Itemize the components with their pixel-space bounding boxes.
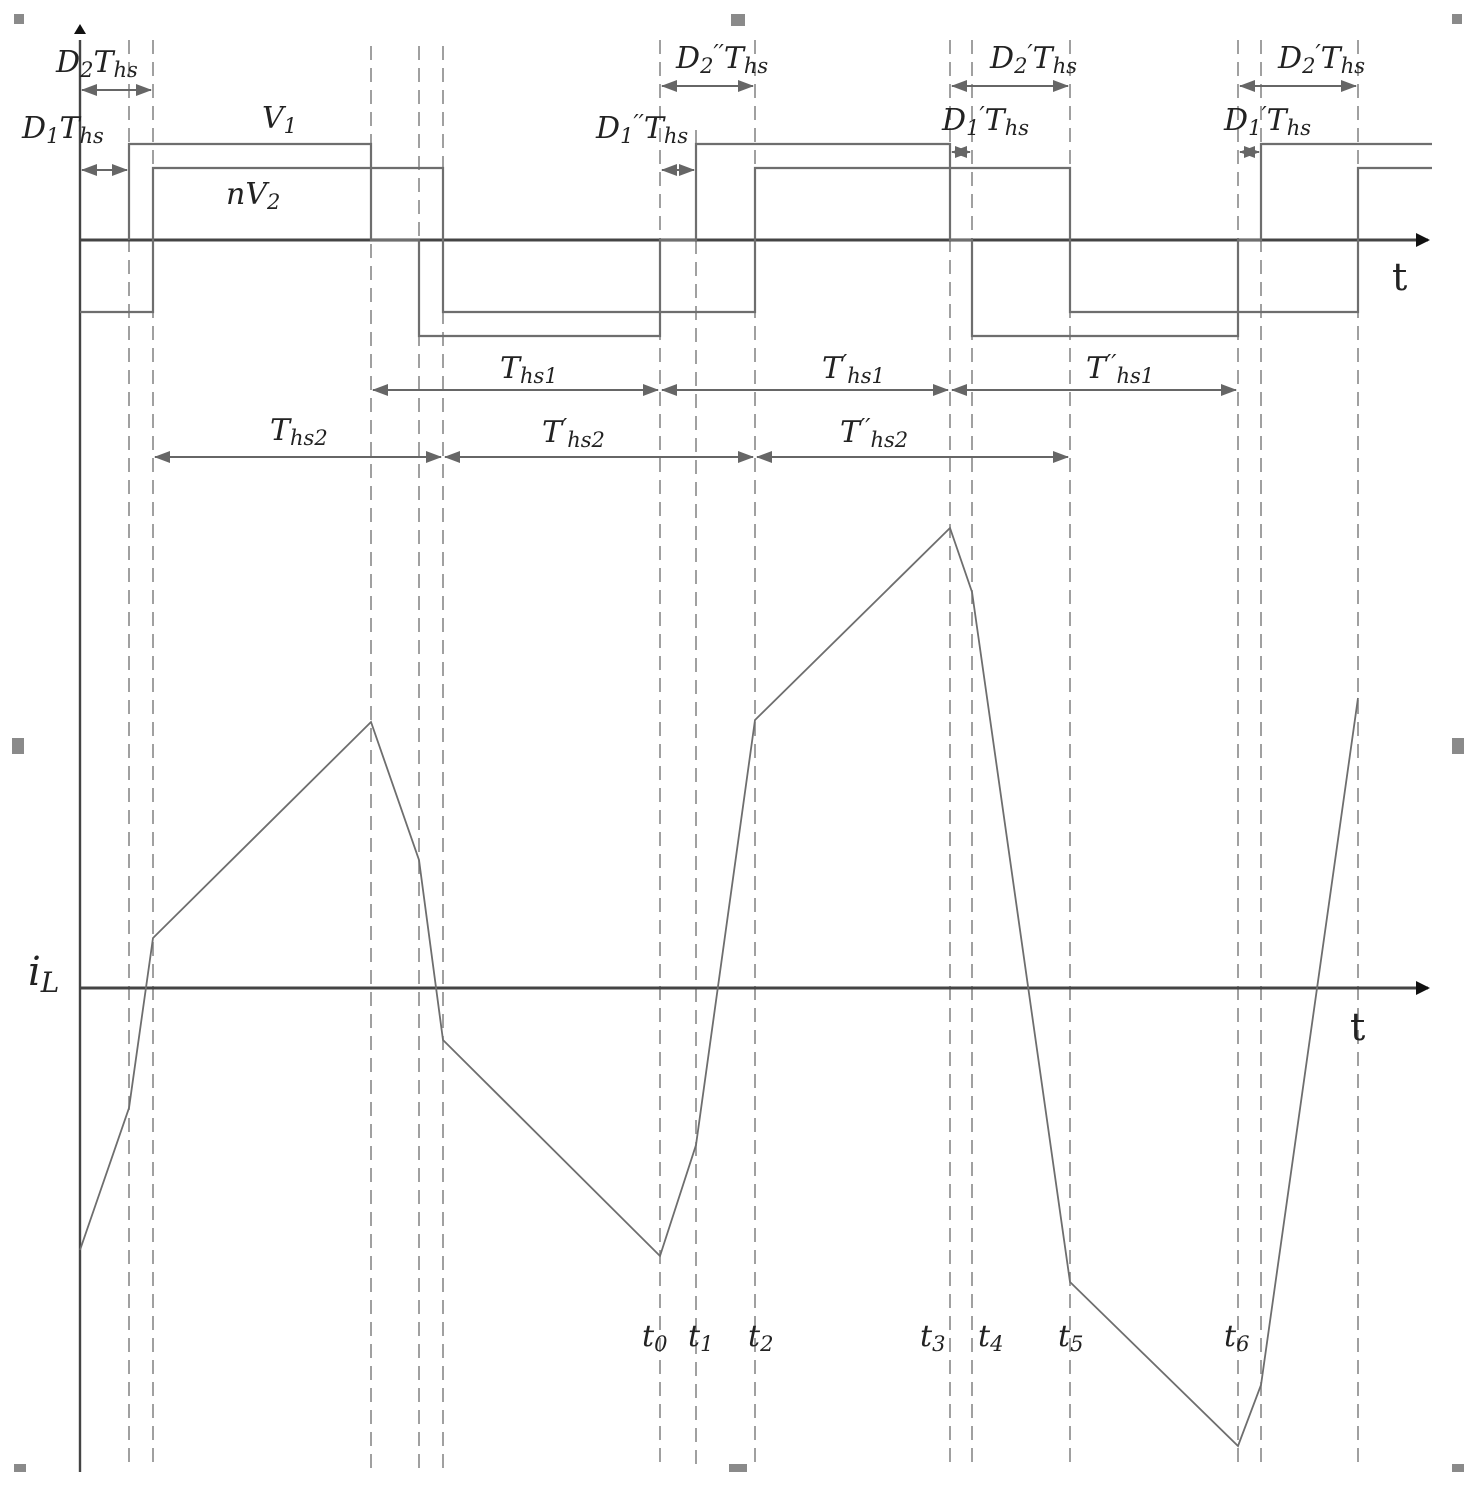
dashed-guides [128,40,1359,1470]
d1-p-b-label: D1′Ths [1223,103,1311,140]
v1-label: V1 [262,101,297,138]
time-label: t1 [688,1319,713,1356]
d1-first-label: D1Ths [21,111,104,148]
time-label: t4 [978,1319,1003,1356]
handle-top-center [731,14,745,26]
time-label: t5 [1058,1319,1083,1356]
top-axis-label: t [1392,255,1407,299]
ths1-p-label: T′hs1 [822,351,885,388]
il-label: iL [28,949,59,999]
ths2-pp-label: T′′hs2 [840,415,908,452]
ths2-label: Ths2 [270,413,328,450]
ths1-label: Ths1 [500,351,558,388]
handle-top-right [1452,14,1462,24]
handle-bottom-left [14,1464,26,1472]
ths1-pp-label: T′′hs1 [1086,351,1154,388]
v1-waveform [127,142,1432,338]
handle-bottom-right [1452,1464,1464,1472]
handle-top-left [14,14,24,24]
handle-middle-left [12,738,24,754]
nv2-waveform [80,166,1432,314]
ths2-p-label: T′hs2 [542,415,605,452]
handle-bottom-center [729,1464,747,1472]
time-label: t6 [1224,1319,1249,1356]
frame-handles [12,14,1464,1472]
time-label: t0 [642,1319,667,1356]
time-label: t3 [920,1319,945,1356]
d1-pp-label: D1′′Ths [595,111,688,148]
bottom-axis-label: t [1350,1005,1365,1049]
d2-p-b-label: D2′Ths [1277,41,1365,78]
nv2-label: nV2 [226,177,280,214]
handle-middle-right [1452,738,1464,754]
il-waveform [79,526,1359,1448]
d1-p-a-label: D1′Ths [941,103,1029,140]
d2-pp-label: D2′′Ths [675,41,768,78]
d2-first-label: D2Ths [55,45,138,82]
vertical-axis-arrowhead [74,24,86,34]
duty-arrows [81,80,1357,176]
d2-p-a-label: D2′Ths [989,41,1077,78]
time-label: t2 [748,1319,773,1356]
period-arrows [154,384,1237,463]
